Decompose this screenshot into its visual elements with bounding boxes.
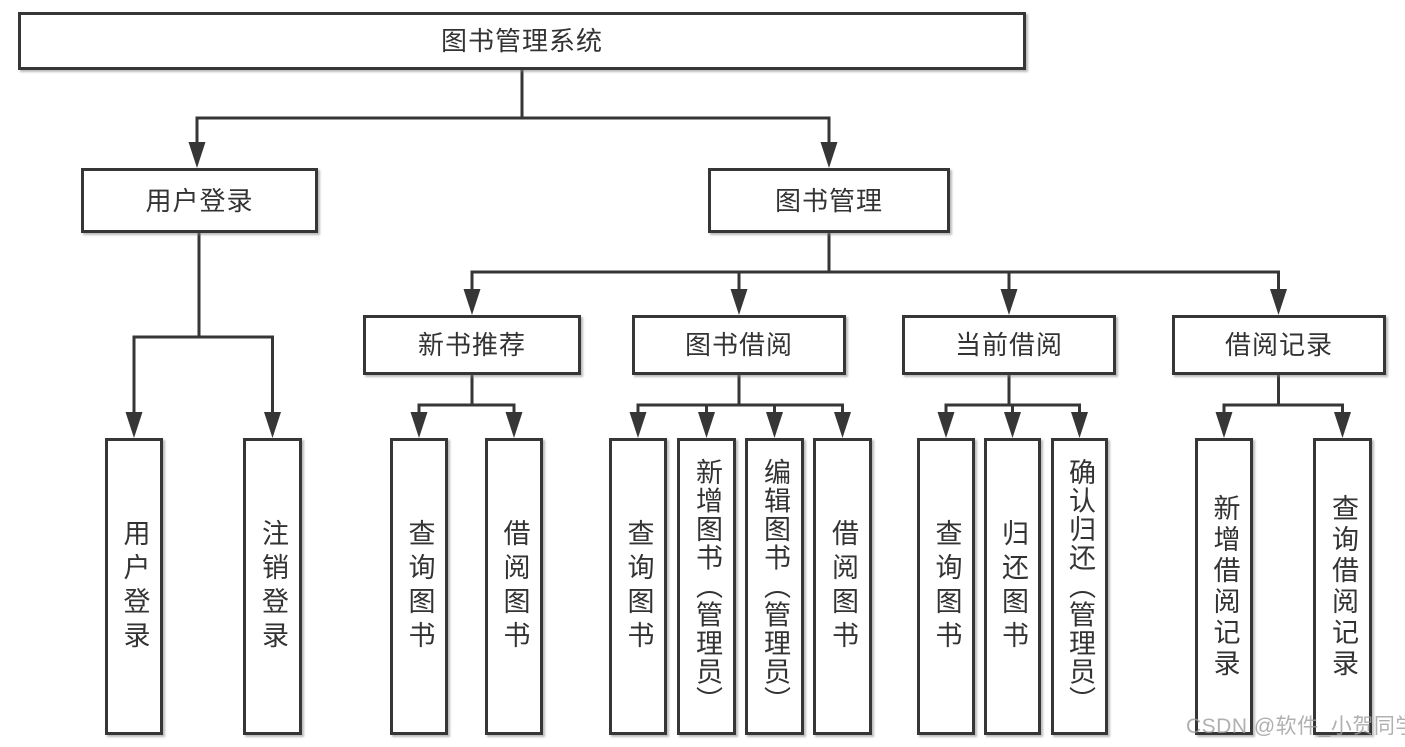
node-query-books-current: 查询图书	[917, 438, 975, 735]
node-label: 注销登录	[258, 518, 288, 655]
node-label: 当前借阅	[954, 330, 1063, 360]
connector-arrowhead	[410, 412, 428, 438]
node-label: 借阅图书	[499, 518, 530, 655]
node-label: 借阅图书	[828, 518, 858, 655]
node-user-login-leaf: 用户登录	[105, 438, 163, 735]
node-query-books-borrow: 查询图书	[609, 438, 667, 735]
connector-arrowhead	[1000, 289, 1018, 315]
node-label: 查询图书	[404, 518, 435, 655]
connector-arrowhead	[1334, 412, 1351, 438]
node-label: 用户登录	[119, 518, 150, 655]
node-label: 查询图书	[623, 518, 654, 655]
node-label: 图书管理系统	[440, 26, 603, 56]
node-borrowing-records: 借阅记录	[1172, 315, 1386, 375]
connector-arrowhead	[264, 412, 281, 438]
connector-arrowhead	[834, 412, 851, 438]
node-query-borrow-record: 查询借阅记录	[1313, 438, 1372, 735]
node-label: 图书借阅	[684, 330, 793, 360]
connector-arrowhead	[766, 412, 783, 438]
node-library-system: 图书管理系统	[18, 12, 1026, 70]
connector-arrowhead	[1004, 412, 1021, 438]
connector-arrowhead	[188, 142, 206, 168]
node-label: 新增图书（管理员）	[692, 458, 722, 715]
node-label: 新书推荐	[417, 330, 526, 360]
connector-arrowhead	[698, 412, 715, 438]
node-confirm-return-admin: 确认归还（管理员）	[1051, 438, 1108, 735]
node-borrow-books-recommend: 借阅图书	[485, 438, 543, 735]
node-label: 借阅记录	[1224, 330, 1333, 360]
node-new-book-recommendation: 新书推荐	[363, 315, 581, 375]
connector-arrowhead	[937, 412, 955, 438]
node-label: 用户登录	[145, 185, 254, 216]
connector-arrowhead	[1270, 289, 1287, 315]
connector-arrowhead	[629, 412, 647, 438]
node-label: 查询图书	[931, 518, 962, 655]
node-add-borrow-record: 新增借阅记录	[1195, 438, 1253, 735]
csdn-watermark: CSDN @软件_小贺同学	[1186, 715, 1405, 738]
connector-arrowhead	[505, 412, 523, 438]
node-borrow-books: 借阅图书	[813, 438, 872, 735]
node-book-management: 图书管理	[708, 168, 950, 233]
node-label: 查询借阅记录	[1328, 493, 1358, 680]
connector-arrowhead	[125, 412, 143, 438]
node-current-borrowing: 当前借阅	[902, 315, 1116, 375]
connector-arrowhead	[463, 289, 481, 315]
connector-arrowhead	[730, 289, 748, 315]
node-label: 归还图书	[998, 518, 1028, 655]
node-label: 编辑图书（管理员）	[760, 458, 790, 715]
node-label: 图书管理	[774, 185, 883, 216]
node-query-books-recommend: 查询图书	[390, 438, 448, 735]
node-label: 确认归还（管理员）	[1065, 458, 1095, 715]
node-logout: 注销登录	[243, 438, 302, 735]
connector-arrowhead	[1071, 412, 1088, 438]
node-book-borrowing: 图书借阅	[632, 315, 846, 375]
node-add-book-admin: 新增图书（管理员）	[677, 438, 736, 735]
node-edit-book-admin: 编辑图书（管理员）	[745, 438, 804, 735]
connector-arrowhead	[1215, 412, 1233, 438]
node-label: 新增借阅记录	[1209, 493, 1240, 680]
node-user-login: 用户登录	[81, 168, 318, 233]
node-return-book: 归还图书	[984, 438, 1041, 735]
connector-arrowhead	[820, 142, 838, 168]
